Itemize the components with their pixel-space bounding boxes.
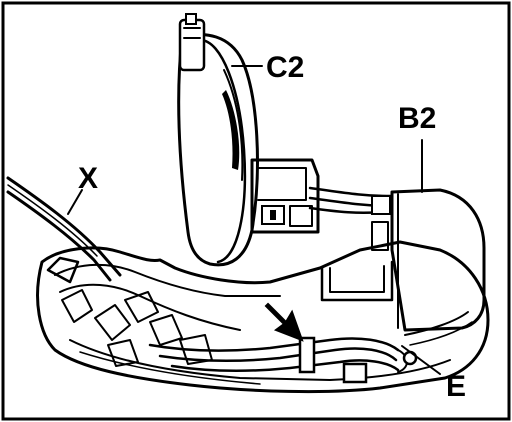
wire-sleeve <box>371 195 391 215</box>
c2-to-b2-wires <box>308 186 394 215</box>
cable-tie <box>298 336 316 374</box>
connector-e-body <box>342 362 368 384</box>
wire-harness <box>148 336 418 384</box>
leader-e <box>401 345 441 375</box>
leader-x <box>67 189 83 215</box>
label-e: E <box>446 370 466 403</box>
label-c2: C2 <box>266 51 304 84</box>
pointer-arrow-icon <box>264 302 304 342</box>
component-c2 <box>177 13 320 267</box>
base-housing <box>36 221 490 394</box>
label-b2: B2 <box>398 102 436 135</box>
leader-lines <box>67 65 441 375</box>
module-b2 <box>390 188 486 332</box>
label-x: X <box>78 162 98 195</box>
